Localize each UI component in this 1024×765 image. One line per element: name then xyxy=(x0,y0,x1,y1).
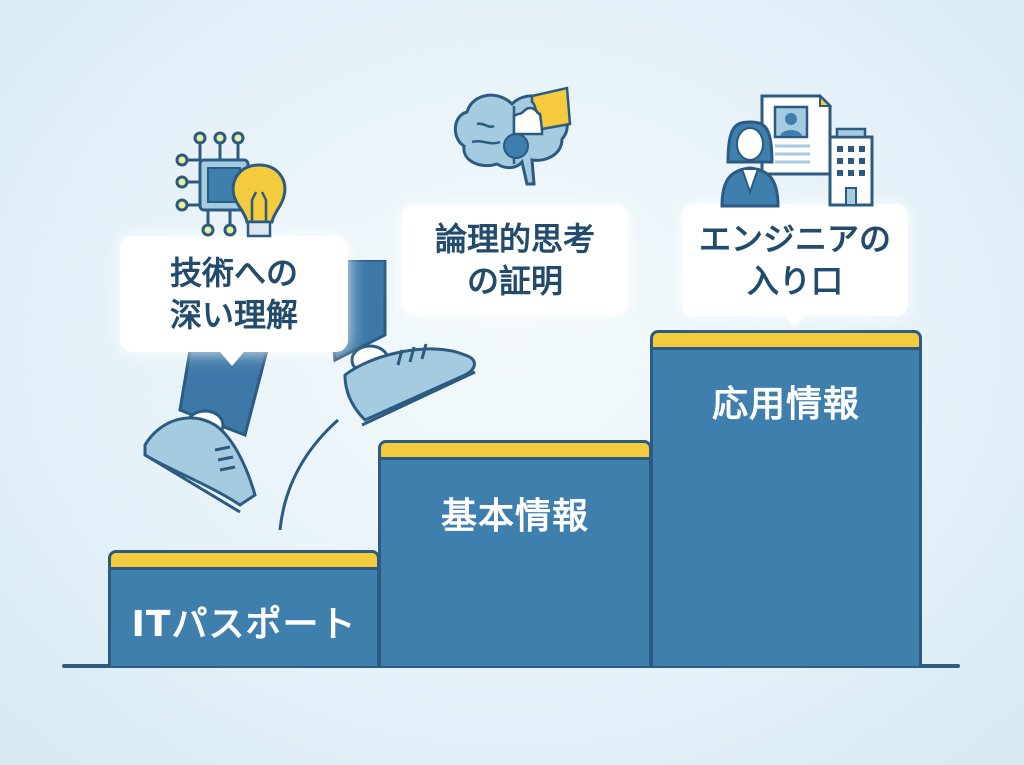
step-label: ITパスポート xyxy=(131,604,357,645)
ground-line xyxy=(62,664,960,668)
chip-lightbulb-icon xyxy=(175,131,287,238)
callout-logical-thinking: 論理的思考 の証明 xyxy=(402,205,628,315)
callout-tail xyxy=(220,352,244,366)
step-it-passport: ITパスポート xyxy=(108,550,380,666)
callout-line-2: 入り口 xyxy=(746,262,843,300)
step-label: 応用情報 xyxy=(711,384,860,425)
step-label: 基本情報 xyxy=(440,496,589,537)
callout-line-2: 深い理解 xyxy=(169,296,298,334)
step-cap xyxy=(381,443,649,460)
callout-tech-understanding: 技術への 深い理解 xyxy=(120,236,348,366)
brain-puzzle-icon xyxy=(453,86,572,186)
step-basic-info: 基本情報 xyxy=(378,440,652,666)
callout-engineer-entrance: エンジニアの 入り口 xyxy=(682,204,908,328)
callout-line-1: エンジニアの xyxy=(698,220,891,258)
callout-tail xyxy=(783,314,807,328)
step-cap xyxy=(653,333,919,350)
callout-line-1: 技術への xyxy=(169,254,298,292)
step-cap xyxy=(111,553,377,570)
callout-line-1: 論理的思考 xyxy=(434,220,595,258)
step-applied-info: 応用情報 xyxy=(650,330,922,666)
callout-line-2: の証明 xyxy=(466,262,563,300)
engineer-resume-building-icon xyxy=(720,93,874,208)
